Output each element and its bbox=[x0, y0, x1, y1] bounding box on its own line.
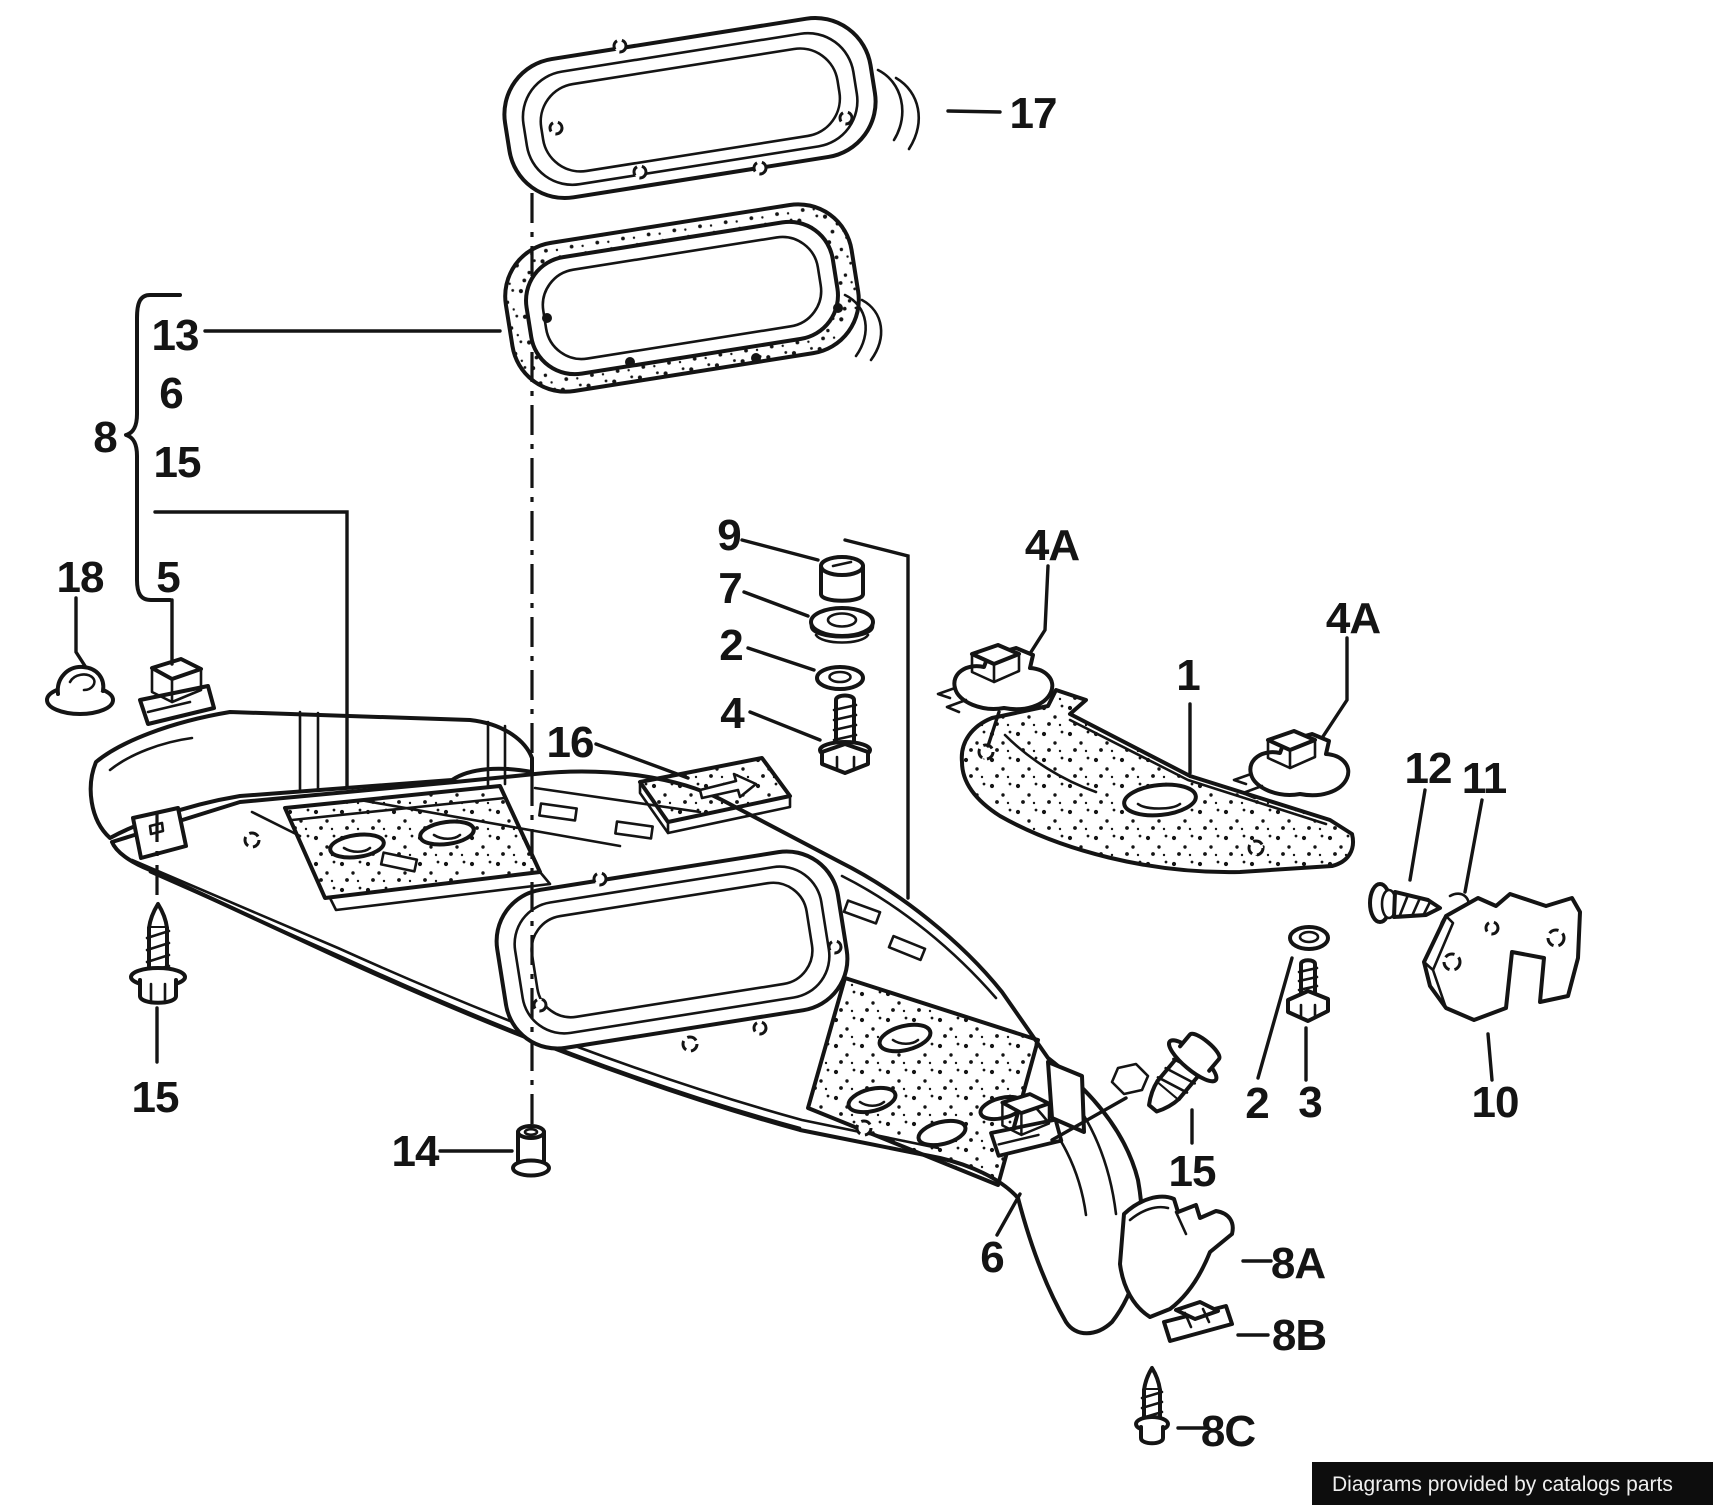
group-brace-8 bbox=[124, 293, 182, 602]
damper-pad-16 bbox=[638, 756, 792, 835]
callout-8c: 8C bbox=[1201, 1407, 1255, 1456]
end-panel-8a bbox=[1118, 1194, 1235, 1319]
callout-6-bottom: 6 bbox=[980, 1233, 1003, 1282]
screw-12 bbox=[1368, 882, 1442, 924]
callout-8a: 8A bbox=[1271, 1239, 1325, 1288]
callout-14: 14 bbox=[392, 1127, 440, 1176]
callout-18: 18 bbox=[57, 553, 104, 602]
callout-labels: 17 13 6 8 15 18 5 9 7 2 4 16 4A 1 4A 12 … bbox=[57, 89, 1520, 1456]
clip-8b bbox=[1162, 1300, 1234, 1343]
clip-5 bbox=[138, 657, 216, 726]
leader-lines bbox=[74, 109, 1494, 1430]
grommet-18 bbox=[45, 664, 115, 716]
gasket-seal-17 bbox=[502, 15, 920, 201]
bushing-9 bbox=[819, 555, 865, 603]
bracket-10 bbox=[1422, 892, 1582, 1022]
tray-slots bbox=[243, 802, 1150, 1137]
spacer-sleeve-14 bbox=[511, 1124, 551, 1178]
washer-2-right bbox=[1288, 925, 1330, 951]
grommet-7 bbox=[809, 606, 875, 644]
expansion-rivet-15-left bbox=[129, 902, 187, 1005]
callout-11: 11 bbox=[1462, 754, 1507, 803]
callout-3: 3 bbox=[1298, 1078, 1321, 1127]
callout-6: 6 bbox=[159, 369, 182, 418]
callout-16: 16 bbox=[547, 718, 594, 767]
bolt-3 bbox=[1286, 958, 1330, 1023]
callout-13: 13 bbox=[152, 311, 199, 360]
callout-15-left: 15 bbox=[132, 1073, 179, 1122]
callout-2: 2 bbox=[719, 621, 742, 670]
callout-15-right: 15 bbox=[1169, 1147, 1216, 1196]
bolt-15-right bbox=[1147, 1031, 1222, 1114]
callout-15-group: 15 bbox=[154, 438, 201, 487]
tray-gasket-opening bbox=[494, 849, 850, 1051]
callout-5: 5 bbox=[156, 553, 180, 602]
underbody-tray-panel bbox=[88, 710, 1150, 1336]
washer-2 bbox=[815, 665, 865, 691]
callout-8b: 8B bbox=[1272, 1311, 1326, 1360]
insulation-panel-1 bbox=[959, 688, 1355, 875]
tray-insulation-pad-left bbox=[283, 784, 552, 912]
spring-nut-4a-right bbox=[1232, 729, 1351, 800]
callout-10: 10 bbox=[1472, 1078, 1519, 1127]
callout-4: 4 bbox=[720, 689, 745, 738]
callout-7: 7 bbox=[718, 564, 741, 613]
callout-4a-left: 4A bbox=[1025, 521, 1079, 570]
screw-8c bbox=[1134, 1366, 1170, 1446]
callout-1: 1 bbox=[1176, 651, 1200, 700]
callout-9: 9 bbox=[717, 511, 740, 560]
foam-gasket-13 bbox=[503, 202, 883, 394]
watermark-background bbox=[1312, 1462, 1713, 1505]
callout-17: 17 bbox=[1010, 89, 1057, 138]
bolt-4 bbox=[818, 693, 872, 775]
callout-8: 8 bbox=[93, 413, 117, 462]
watermark-text: Diagrams provided by catalogs parts bbox=[1332, 1473, 1673, 1496]
spring-nut-4a-left bbox=[936, 643, 1055, 714]
watermark-bar: Diagrams provided by catalogs parts bbox=[1312, 1462, 1713, 1505]
callout-4a-right: 4A bbox=[1326, 594, 1380, 643]
callout-12: 12 bbox=[1405, 744, 1452, 793]
callout-2-right: 2 bbox=[1245, 1079, 1268, 1128]
